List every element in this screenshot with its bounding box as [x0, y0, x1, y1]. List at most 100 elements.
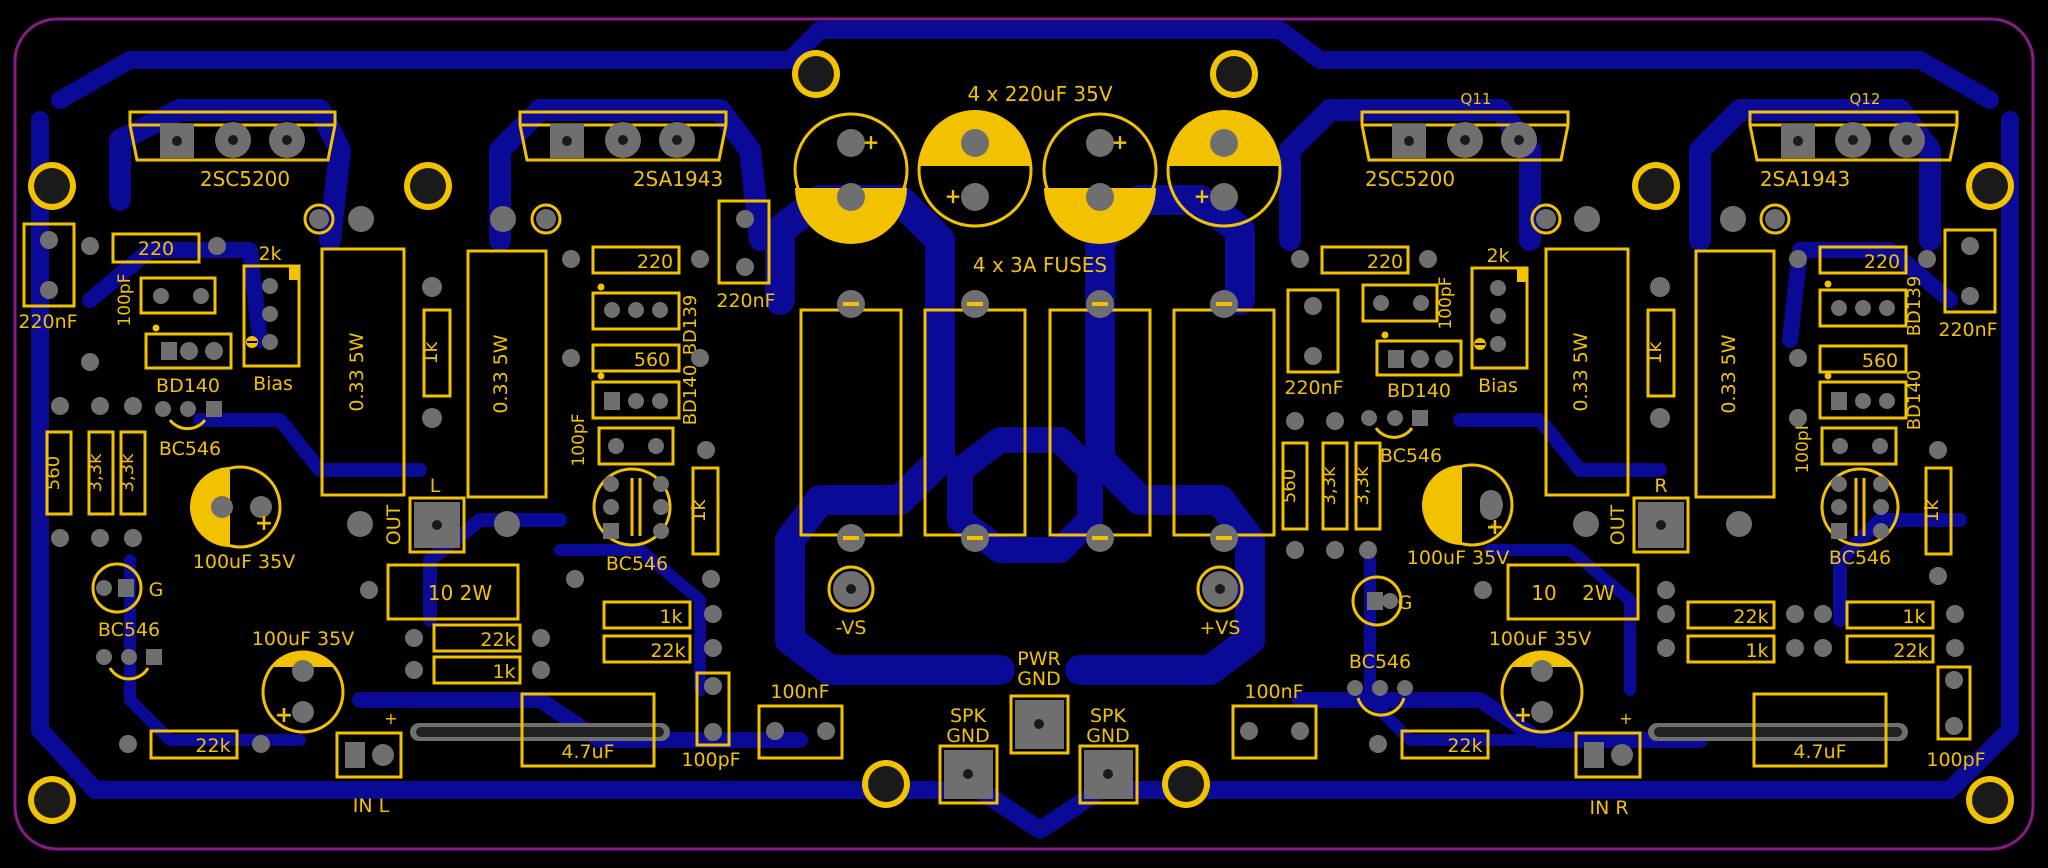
label-pot-right: 2k	[1486, 245, 1509, 267]
fuses	[799, 290, 1276, 552]
label-c100pf-bottom-right: 100pF	[1926, 749, 1985, 771]
transistor-2sa1943-left	[518, 110, 728, 162]
label-r22k-left-2: 22k	[650, 640, 685, 662]
label-c100uf-right-1: 100uF 35V	[1407, 547, 1509, 569]
transistor-bd140-left-2	[591, 380, 681, 420]
label-spk-r-1: SPK	[1090, 705, 1127, 727]
spk-gnd-terminal-left	[938, 744, 999, 805]
label-r033-4: 0.33 5W	[1718, 334, 1740, 413]
resistor-033-5w-2	[466, 249, 548, 499]
label-2sc5200-left: 2SC5200	[200, 167, 290, 191]
label-vs-neg: -VS	[836, 617, 867, 639]
mounting-hole-3	[792, 50, 840, 98]
label-c100pf-right-2: 100pF	[1793, 420, 1813, 473]
label-in-r: IN R	[1589, 797, 1628, 819]
cap-100uf-left-1: +	[190, 465, 282, 549]
label-r033-1: 0.33 5W	[346, 332, 368, 411]
label-r560-left-1: 560	[43, 456, 64, 490]
mounting-hole-7	[28, 776, 76, 824]
filter-cap-3: +	[1042, 112, 1158, 244]
mounting-hole-8	[862, 760, 910, 808]
mounting-hole-9	[1162, 760, 1210, 808]
label-q11: Q11	[1461, 90, 1492, 108]
label-r33k-left-2: 3,3k	[117, 453, 138, 493]
label-bias-left: Bias	[253, 373, 293, 395]
label-plus-in-l: +	[384, 709, 397, 728]
label-c100pf-right-1: 100pF	[1436, 276, 1456, 329]
cap-4-7uf-left	[520, 692, 656, 768]
label-spk-l-2: GND	[946, 725, 990, 747]
label-r220-right-1: 220	[1367, 251, 1403, 273]
label-c100pf-bottom-left: 100pF	[681, 749, 740, 771]
out-terminal-left	[408, 496, 466, 554]
label-spk-r-2: GND	[1086, 725, 1130, 747]
label-c100uf-left-2: 100uF 35V	[252, 628, 354, 650]
label-r220-right-2: 220	[1864, 251, 1900, 273]
transistor-bd140-left-1	[144, 332, 233, 370]
input-connector-right	[1574, 731, 1642, 779]
label-bc546-right-1: BC546	[1380, 445, 1442, 467]
label-plus-c1: +	[255, 511, 273, 536]
label-r1k-left-v2: 1k	[688, 499, 710, 522]
label-r33k-right-2: 3,3k	[1352, 466, 1373, 506]
label-220nf-right-edge: 220nF	[1938, 319, 1997, 341]
filter-cap-2: +	[917, 110, 1033, 228]
label-r560-right-2: 560	[1862, 350, 1898, 372]
mounting-hole-2	[404, 162, 452, 210]
label-bd140-right-1: BD140	[1387, 380, 1451, 402]
label-q12: Q12	[1850, 90, 1881, 108]
label-pot-left: 2k	[258, 243, 281, 265]
input-connector-left	[335, 731, 403, 779]
mounting-holes	[28, 50, 2014, 824]
label-r220-left-1: 220	[138, 238, 174, 260]
pot-2k-bias-right	[1470, 266, 1529, 370]
label-r1k-right-2: 1k	[1902, 606, 1925, 628]
cap-100uf-right-2: +	[1500, 650, 1584, 734]
filter-cap-plus-2: +	[945, 184, 962, 208]
label-vs-pos: +VS	[1200, 617, 1241, 639]
label-g-right: G	[1398, 592, 1413, 614]
label-bd139-left: BD139	[680, 295, 701, 356]
fuse-holder-4	[1172, 290, 1276, 552]
fuse-holder-2	[923, 290, 1027, 552]
cap-100uf-left-2: +	[261, 650, 345, 734]
label-r1k-right-1: 1k	[1745, 640, 1768, 662]
filter-cap-plus-1: +	[863, 130, 880, 154]
label-fuses-title: 4 x 3A FUSES	[973, 253, 1107, 277]
transistor-bd140-right-2	[1818, 380, 1908, 420]
label-bias-right: Bias	[1478, 375, 1518, 397]
label-pwr-2: GND	[1017, 668, 1061, 690]
spk-gnd-terminal-right	[1078, 744, 1139, 805]
transistor-bd139-left	[591, 291, 681, 331]
label-bd140-left-2: BD140	[680, 365, 701, 426]
label-r33k-right-1: 3,3k	[1319, 466, 1340, 506]
label-plus-in-r: +	[1619, 709, 1632, 728]
mounting-hole-10	[1966, 776, 2014, 824]
label-r1k-left-1: 1k	[492, 661, 515, 683]
label-bd140-right-2: BD140	[1904, 370, 1925, 431]
pot-2k-bias-left	[242, 264, 301, 368]
label-r: R	[1654, 475, 1667, 497]
resistor-10-2w-left	[386, 563, 520, 621]
label-r033-2: 0.33 5W	[490, 334, 512, 413]
resistor-033-5w-3	[1544, 247, 1630, 497]
label-c100pf-left-2: 100pF	[569, 413, 589, 466]
label-r220-left-2: 220	[637, 251, 673, 273]
label-c100nf-left: 100nF	[770, 681, 829, 703]
label-r1k-right-v2: 1k	[1921, 499, 1943, 522]
filter-cap-plus-3: +	[1112, 130, 1129, 154]
label-bd140-left-1: BD140	[156, 375, 220, 397]
label-r560-right-1: 560	[1279, 469, 1300, 503]
transistor-bd139-right	[1818, 288, 1908, 328]
resistor-10-2w-right	[1506, 563, 1640, 621]
label-2sa1943-left: 2SA1943	[633, 167, 723, 191]
label-r22k-right-2: 22k	[1893, 640, 1928, 662]
out-terminal-right	[1632, 496, 1690, 554]
resistor-1k-left-v	[422, 308, 452, 398]
filter-cap-1: +	[793, 112, 909, 244]
label-out-right: OUT	[1607, 504, 1629, 545]
label-bc546-right-2: BC546	[1829, 547, 1891, 569]
label-220nf-left-edge: 220nF	[18, 311, 77, 333]
mounting-hole-5	[1632, 162, 1680, 210]
